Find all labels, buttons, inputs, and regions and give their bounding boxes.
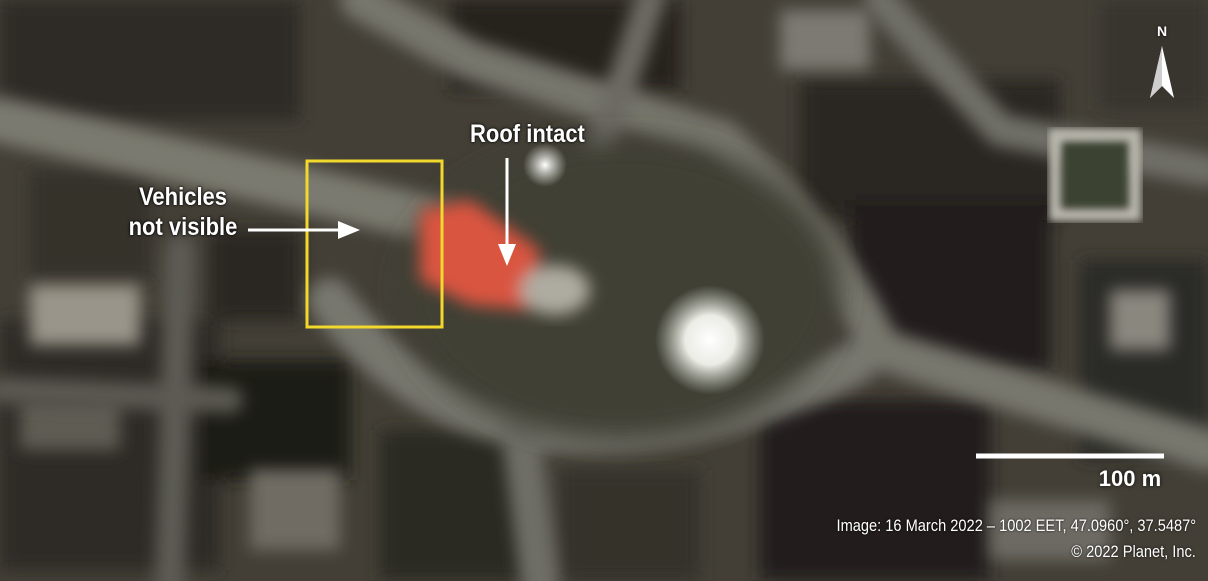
arrow-down-icon bbox=[498, 158, 516, 266]
light-roofs bbox=[20, 10, 1170, 560]
red-roof-building bbox=[420, 200, 590, 315]
annotation-vehicles: Vehicles not visible bbox=[117, 182, 249, 242]
image-caption: Image: 16 March 2022 – 1002 EET, 47.0960… bbox=[836, 516, 1196, 535]
bright-spot-small bbox=[523, 143, 567, 187]
highlight-box bbox=[305, 159, 444, 329]
scale-label: 100 m bbox=[1098, 466, 1162, 491]
arrow-right-icon bbox=[248, 221, 360, 239]
annotation-vehicles-line1: Vehicles bbox=[138, 183, 228, 211]
north-label: N bbox=[1156, 23, 1168, 39]
copyright-text: © 2022 Planet, Inc. bbox=[1071, 542, 1196, 561]
courtyard bbox=[1060, 140, 1130, 210]
bright-spot bbox=[655, 285, 765, 395]
annotation-vehicles-line2: not visible bbox=[128, 213, 238, 241]
north-arrow-icon bbox=[1150, 46, 1174, 98]
annotation-roof: Roof intact bbox=[470, 120, 585, 148]
